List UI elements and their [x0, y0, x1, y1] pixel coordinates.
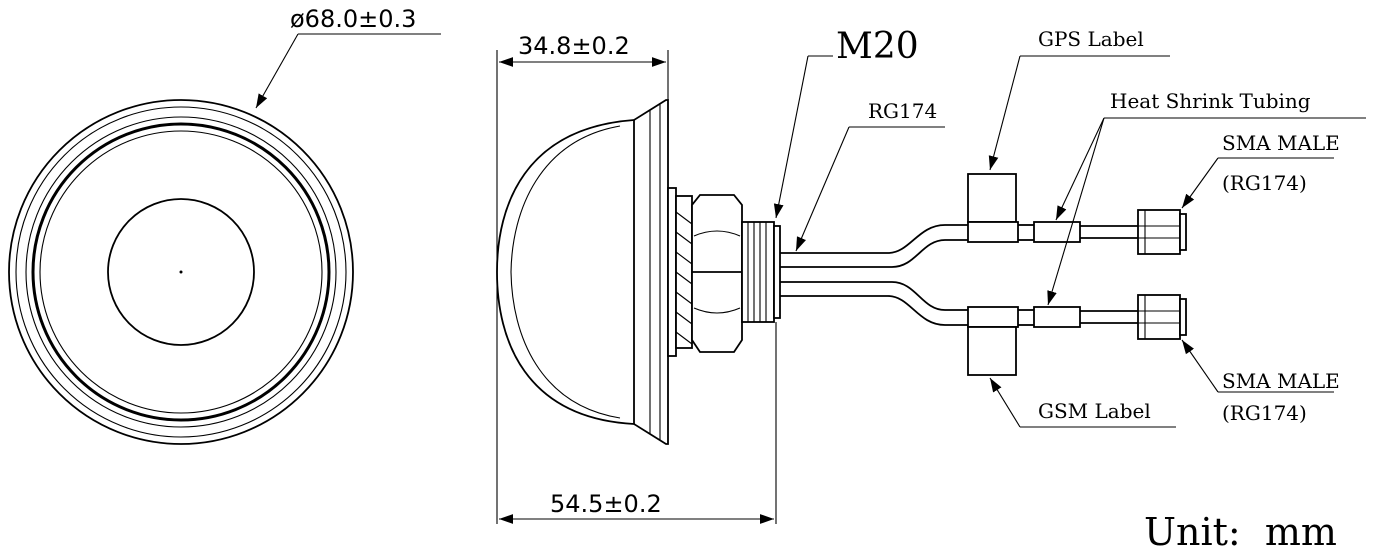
sma-top-leader	[1181, 157, 1219, 209]
thread-label: M20	[836, 26, 919, 67]
heat-shrink-label: Heat Shrink Tubing	[1110, 89, 1311, 113]
gps-label-text: GPS Label	[1038, 27, 1144, 51]
lock-washer-teeth	[675, 211, 693, 345]
dome-body	[496, 119, 635, 425]
stem-end	[773, 225, 781, 319]
cable-upper	[780, 224, 972, 268]
sma-top-label: SMA MALE	[1222, 131, 1340, 155]
gsm-assembly	[967, 294, 1187, 376]
outer-rim	[8, 99, 354, 445]
cable-sleeve	[967, 221, 1019, 243]
diameter-dimension: ø68.0±0.3	[290, 5, 416, 33]
sma-bottom-label: SMA MALE	[1222, 369, 1340, 393]
m20-leader	[773, 55, 809, 219]
sma-top-sub-label: (RG174)	[1222, 171, 1307, 195]
rim-line	[39, 130, 323, 414]
nut-chamfer	[693, 230, 741, 237]
threads	[747, 222, 767, 322]
heat-shrink-leader-lower	[1047, 117, 1105, 306]
top-view: ø68.0±0.3	[8, 5, 441, 445]
gps-assembly	[967, 173, 1187, 255]
washer	[667, 187, 677, 357]
dome-inner-line	[510, 125, 621, 419]
cable-type-label: RG174	[868, 99, 937, 123]
height-dimension: 34.8±0.2	[518, 32, 630, 60]
sma-bottom-sub-label: (RG174)	[1222, 401, 1307, 425]
cable-lower	[780, 281, 972, 326]
heat-shrink-upper	[1033, 221, 1081, 243]
side-view: 34.8±0.2 54.5±0.2 M20 RG174 GPS Label He…	[496, 26, 1366, 524]
rg174-leader	[795, 126, 850, 252]
diameter-leader	[255, 33, 299, 109]
rim-line	[15, 106, 347, 438]
total-length-dimension: 54.5±0.2	[550, 490, 662, 518]
hex-nut	[691, 194, 743, 353]
sma-connector-lower	[1137, 294, 1181, 340]
gps-leader	[988, 55, 1021, 171]
center-point	[179, 270, 183, 274]
rim-line	[25, 116, 337, 428]
heat-shrink-leader-upper	[1055, 117, 1105, 221]
gsm-label-text: GSM Label	[1038, 399, 1151, 423]
lock-washer	[675, 195, 693, 349]
gps-label-tag	[967, 173, 1017, 223]
sma-connector-upper	[1137, 209, 1181, 255]
heat-shrink-lower	[1033, 306, 1081, 328]
dome-top	[107, 198, 255, 346]
cable-sleeve	[967, 306, 1019, 328]
threaded-stem	[741, 221, 775, 323]
flange	[633, 99, 669, 445]
nut-chamfer	[693, 307, 741, 314]
rim-groove	[31, 122, 331, 422]
unit-note: Unit: mm	[1144, 510, 1337, 554]
gsm-leader	[989, 377, 1021, 428]
gsm-label-tag	[967, 326, 1017, 376]
sma-bottom-leader	[1181, 339, 1219, 393]
